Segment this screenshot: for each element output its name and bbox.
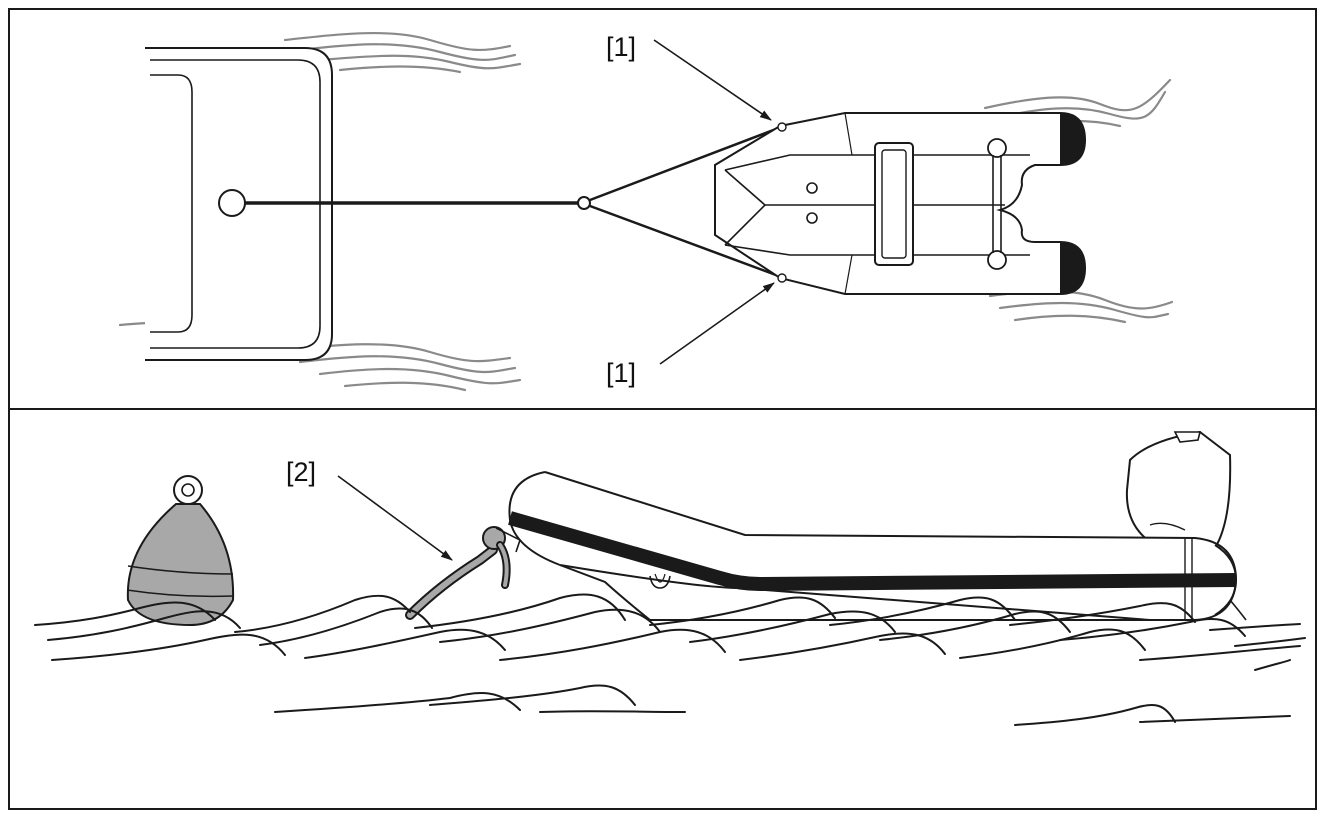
tow-eye-icon	[218, 189, 246, 217]
callout-1-upper-label: [1]	[606, 32, 636, 62]
callout-1-lower-arrow	[659, 282, 775, 365]
outboard-motor	[1125, 430, 1247, 621]
oarlock-icon	[987, 138, 1007, 158]
callout-2-label: [2]	[286, 457, 316, 487]
bottom-panel: [2]	[8, 408, 1317, 810]
oarlock-icon	[987, 250, 1007, 270]
top-panel: [1] [1]	[8, 8, 1317, 410]
inflatable-dinghy-top-view	[714, 112, 1087, 295]
callout-1-upper: [1]	[606, 32, 772, 121]
tow-line	[245, 124, 785, 280]
tow-ring-icon	[577, 196, 591, 210]
towing-eye-lower-icon	[777, 273, 787, 283]
inflatable-dinghy-side-view	[495, 471, 1238, 621]
towing-eye-upper-icon	[777, 122, 787, 132]
dinghy-seat	[874, 142, 914, 266]
mooring-buoy	[126, 475, 235, 627]
callout-1-lower-label: [1]	[606, 358, 636, 388]
callout-2: [2]	[286, 457, 453, 561]
valve-icon	[806, 212, 818, 224]
bottom-panel-frame	[8, 408, 1317, 810]
callout-2-arrow	[337, 475, 453, 561]
callout-1-lower: [1]	[606, 282, 775, 388]
valve-icon	[806, 182, 818, 194]
water-waves	[34, 593, 1306, 726]
mooring-rope	[405, 526, 511, 620]
callout-1-upper-arrow	[653, 39, 772, 121]
